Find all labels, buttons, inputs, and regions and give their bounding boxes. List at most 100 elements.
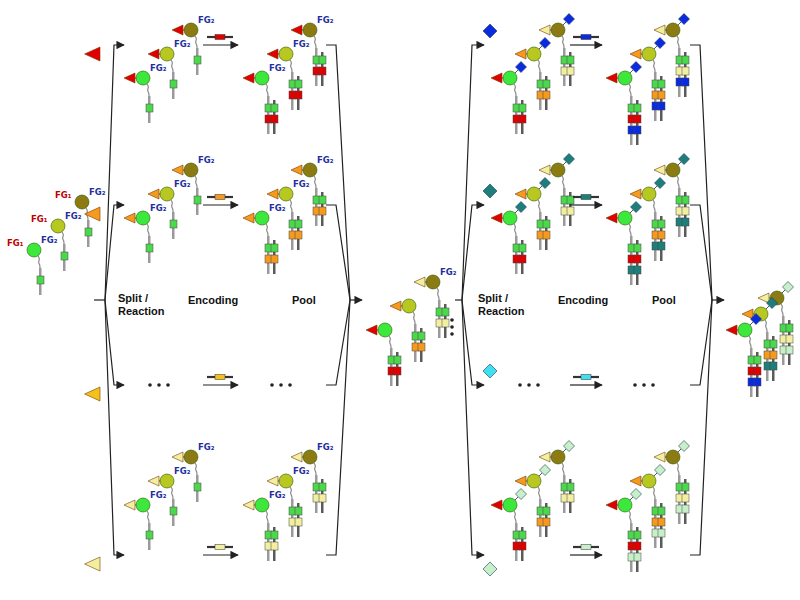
- building-block-triangle: [606, 73, 617, 83]
- ellipsis-dot: [450, 318, 454, 322]
- flow-arrow: [105, 300, 124, 555]
- flow-arrow: [350, 299, 362, 300]
- building-block-triangle: [390, 301, 401, 311]
- ellipsis-dot: [518, 383, 522, 387]
- encoded-molecule: [183, 450, 201, 502]
- building-block-diamond: [540, 178, 551, 189]
- building-block-diamond: [631, 489, 642, 500]
- functional-group-label: FG₂: [198, 155, 215, 165]
- building-block-triangle: [606, 500, 617, 510]
- building-block-diamond: [540, 38, 551, 49]
- encoded-molecule: [502, 497, 526, 561]
- building-block-triangle: [366, 325, 377, 335]
- building-block-triangle: [291, 25, 302, 35]
- dna-tag-code: [215, 545, 225, 550]
- ellipsis-dot: [166, 383, 170, 387]
- building-block-triangle: [172, 25, 183, 35]
- building-block-diamond: [483, 562, 497, 576]
- encoded-molecule: [302, 23, 326, 86]
- encoded-molecule: [159, 474, 177, 526]
- step-label: Pool: [292, 294, 348, 307]
- building-block-diamond: [564, 14, 575, 25]
- functional-group-label: FG₂: [317, 442, 334, 452]
- step-label: Split / Reaction: [118, 292, 174, 318]
- building-block-triangle: [172, 452, 183, 462]
- encoded-molecule: [278, 47, 302, 110]
- flow-arrow: [105, 205, 124, 300]
- flow-arrow: [462, 300, 484, 555]
- encoded-molecule: [737, 322, 761, 397]
- functional-group-label: FG₂: [269, 490, 286, 500]
- building-block-triangle: [606, 213, 617, 223]
- flow-arrow: [712, 299, 724, 300]
- building-block-triangle: [654, 165, 665, 175]
- building-block-triangle: [630, 476, 641, 486]
- flow-arrow: [570, 554, 602, 555]
- encoded-molecule: [665, 162, 689, 237]
- building-block-triangle: [491, 500, 502, 510]
- flow-arrow: [203, 204, 238, 205]
- building-block-triangle: [85, 47, 100, 61]
- building-block-diamond: [631, 202, 642, 213]
- flow-arrow: [570, 384, 602, 385]
- encoded-molecule: [254, 498, 278, 561]
- functional-group-label: FG₂: [317, 15, 334, 25]
- dna-tag-code: [581, 375, 591, 380]
- building-block-triangle: [654, 452, 665, 462]
- building-block-triangle: [539, 452, 550, 462]
- building-block-diamond: [540, 465, 551, 476]
- encoded-molecule: [526, 186, 550, 250]
- building-block-triangle: [630, 189, 641, 199]
- encoded-molecule: [550, 449, 574, 513]
- encoded-molecule: [641, 473, 665, 548]
- building-block-diamond: [679, 154, 690, 165]
- building-block-diamond: [751, 314, 762, 325]
- functional-group-label: FG₂: [269, 63, 286, 73]
- flow-arrow: [203, 554, 238, 555]
- building-block-diamond: [655, 178, 666, 189]
- dna-tag-code: [581, 545, 591, 550]
- step-label: Pool: [652, 294, 708, 307]
- flow-arrow: [94, 299, 105, 300]
- functional-group-label: FG₂: [269, 203, 286, 213]
- ellipsis-dot: [633, 383, 637, 387]
- building-block-triangle: [85, 387, 100, 401]
- building-block-triangle: [243, 73, 254, 83]
- building-block-diamond: [483, 24, 497, 38]
- functional-group-label: FG₂: [293, 466, 310, 476]
- dna-tag-code: [581, 35, 591, 40]
- encoded-molecule: [665, 449, 689, 524]
- encoded-molecule: [302, 450, 326, 513]
- building-block-diamond: [483, 364, 497, 378]
- building-block-diamond: [655, 465, 666, 476]
- building-block-triangle: [491, 73, 502, 83]
- building-block-triangle: [243, 500, 254, 510]
- encoded-molecule: [159, 47, 177, 99]
- encoded-molecule: [27, 243, 44, 295]
- functional-group-label: FG₂: [440, 267, 457, 277]
- flow-arrow: [105, 45, 124, 300]
- encoded-molecule: [641, 186, 665, 261]
- encoded-molecule: [550, 22, 574, 86]
- building-block-triangle: [291, 452, 302, 462]
- encoded-molecule: [254, 211, 278, 274]
- ellipsis-dot: [527, 383, 531, 387]
- encoded-molecule: [425, 275, 449, 338]
- building-block-diamond: [564, 154, 575, 165]
- step-label: Encoding: [188, 294, 244, 307]
- building-block-triangle: [414, 277, 425, 287]
- functional-group-label: FG₂: [150, 63, 167, 73]
- step-label: Split / Reaction: [478, 292, 534, 318]
- building-block-diamond: [516, 489, 527, 500]
- dna-tag-code: [215, 35, 225, 40]
- encoded-molecule: [51, 219, 68, 271]
- functional-group-label: FG₂: [293, 179, 310, 189]
- encoded-molecule: [75, 195, 92, 247]
- building-block-triangle: [291, 165, 302, 175]
- encoded-molecule: [502, 70, 526, 134]
- dna-tag-code: [215, 195, 225, 200]
- flow-arrow: [690, 45, 712, 300]
- encoded-molecule: [641, 46, 665, 121]
- encoded-molecule: [526, 46, 550, 110]
